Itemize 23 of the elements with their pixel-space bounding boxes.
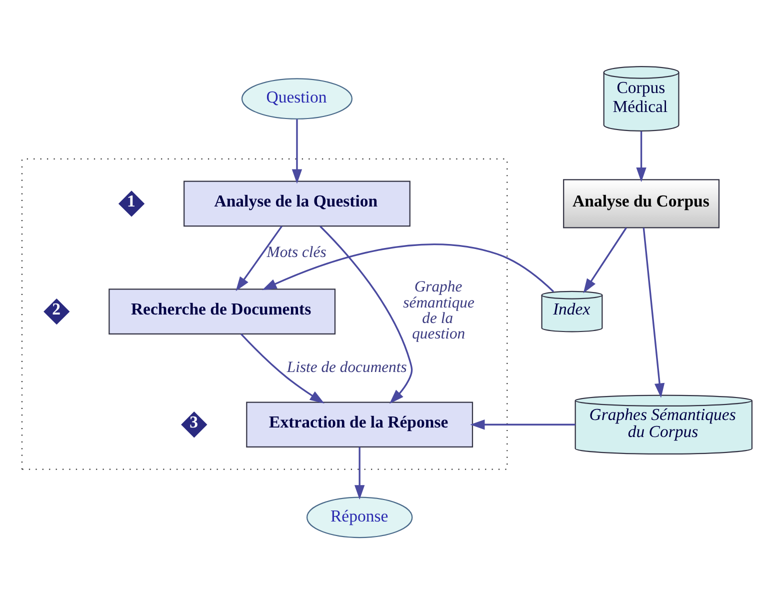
arrow bbox=[642, 227, 665, 398]
cluster bbox=[21, 158, 508, 470]
arrow bbox=[262, 243, 554, 292]
node-ellipse: Réponse bbox=[306, 496, 413, 538]
edge-label: Liste de documents bbox=[286, 358, 407, 376]
node-diamond: 1 bbox=[118, 190, 145, 216]
arrow bbox=[320, 225, 413, 404]
arrow bbox=[636, 130, 646, 182]
edge-label: Mots clés bbox=[266, 244, 326, 261]
node-diamond: 2 bbox=[44, 298, 70, 324]
node-box: Analyse du Corpus bbox=[563, 178, 720, 228]
node-box: Analyse de la Question bbox=[184, 180, 410, 226]
arrow bbox=[583, 226, 627, 293]
arrow bbox=[354, 446, 365, 500]
node-box: Recherche de Documents bbox=[108, 288, 336, 334]
arrow bbox=[240, 332, 324, 403]
arrow bbox=[470, 419, 576, 430]
edge-label: Graphe sémantique de la question bbox=[403, 278, 474, 342]
arrow bbox=[236, 225, 282, 291]
node-diamond: 3 bbox=[181, 411, 208, 438]
arrow bbox=[292, 118, 302, 184]
node-ellipse: Question bbox=[241, 78, 352, 119]
node-box: Extraction de la Réponse bbox=[246, 401, 474, 448]
